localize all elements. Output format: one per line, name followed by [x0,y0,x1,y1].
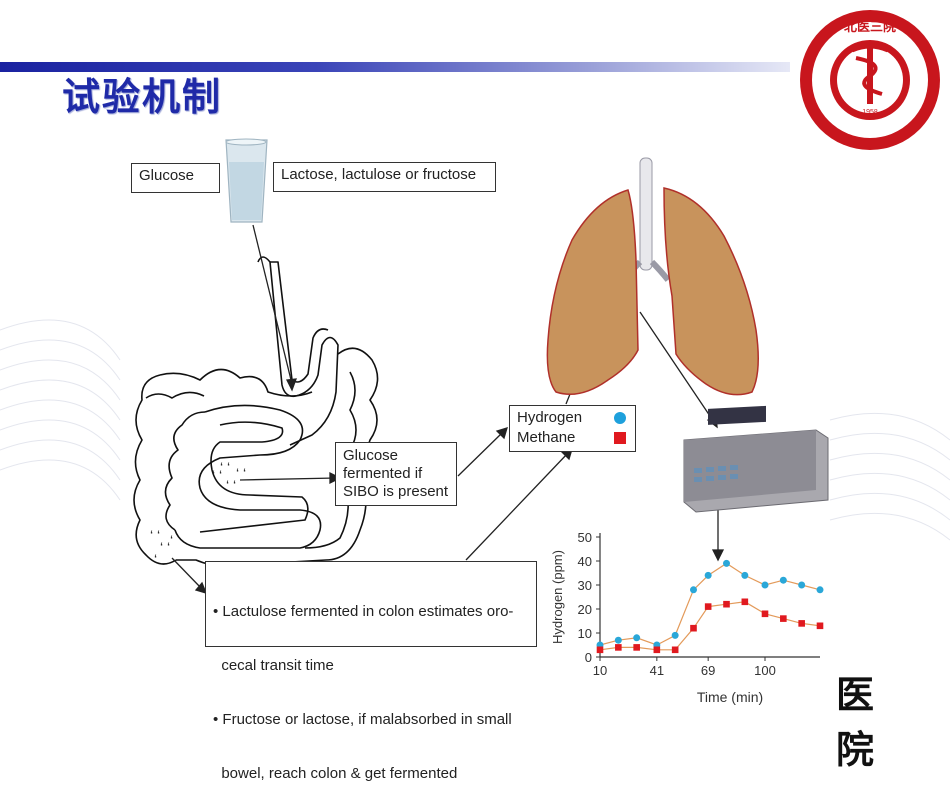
methane-square-icon [614,432,626,444]
chart-point-1 [704,603,712,610]
lungs-illustration [546,157,759,396]
lactulose-line-2: cecal transit time [213,657,334,674]
water-glass-icon [225,138,268,223]
colon-fermentation-box: • Lactulose fermented in colon estimates… [205,561,537,782]
chart-point-1 [690,624,697,632]
chart-point-0 [704,571,712,579]
gas-legend-box: Hydrogen Methane [509,405,636,452]
chart-x-tick-label: 100 [754,663,776,678]
svg-text:‘ ‘: ‘ ‘ [160,539,170,555]
chart-x-tick-label: 41 [650,663,664,678]
chart-point-0 [798,581,806,589]
glucose-box: Glucose [131,163,220,193]
svg-text:‘: ‘ [170,532,173,548]
chart-point-1 [723,600,730,608]
legend-row-hydrogen: Hydrogen [517,409,628,429]
svg-text:‘ ‘: ‘ ‘ [226,477,236,493]
chart-y-tick-label: 0 [585,650,592,665]
chart-point-1 [633,644,640,651]
chart-y-axis-label: Hydrogen (ppm) [550,550,565,644]
svg-text:‘ ‘: ‘ ‘ [212,467,222,483]
flow-arrows [171,224,725,595]
gas-bubble-marks: ‘ ‘‘ ‘‘ ‘‘ ‘ ‘ ‘‘ ‘‘‘ [150,459,246,567]
breath-analyzer-device [683,405,829,513]
chart-point-0 [690,586,697,594]
logo-year-text: 1958 [862,109,878,116]
fructose-line-1: • Fructose or lactose, if malabsorbed in… [213,711,512,728]
chart-point-1 [653,646,661,654]
chart-point-1 [798,620,805,627]
chart-x-tick-label: 69 [701,663,715,678]
logo-chinese-text: 北医三院 [844,19,896,35]
lactose-box: Lactose, lactulose or fructose [273,162,496,192]
footer-hospital-text: 医 院 [836,672,889,772]
chart-point-1 [671,646,679,654]
chart-point-0 [816,586,824,594]
chart-point-1 [780,615,787,622]
hospital-logo: 北医三院 1958 Peking University Third Hospit… [796,6,940,150]
chart-y-tick-label: 40 [578,554,592,569]
chart-y-tick-label: 30 [578,578,592,593]
chart-point-0 [779,576,787,584]
chart-point-1 [741,598,749,606]
chart-x-tick-label: 10 [593,663,607,678]
chart-x-axis-label: Time (min) [697,689,763,705]
chart-y-tick-label: 50 [578,530,592,545]
svg-text:‘: ‘ [154,551,157,567]
legend-row-methane: Methane [517,429,628,449]
chart-y-tick-label: 10 [578,626,592,641]
glucose-label: Glucose [139,167,195,184]
chart-point-0 [741,571,749,579]
chart-point-1 [761,610,769,618]
chart-point-1 [816,622,824,630]
glucose-fermented-line-3: SIBO is present [343,483,449,500]
lactose-label: Lactose, lactulose or fructose [281,166,477,183]
glucose-fermented-line-2: fermented if [343,465,423,482]
svg-text:‘ ‘: ‘ ‘ [150,527,160,543]
digestive-tract-sketch [133,256,379,567]
legend-hydrogen-label: Hydrogen [517,409,583,426]
lactulose-line-1: • Lactulose fermented in colon estimates… [213,603,514,620]
fructose-line-2: bowel, reach colon & get fermented [213,765,458,782]
chart-y-tick-label: 20 [578,602,592,617]
chart-point-0 [633,634,641,642]
chart-point-1 [596,646,604,654]
svg-text:‘ ‘: ‘ ‘ [236,465,246,481]
slide-title: 试验机制 [62,75,223,119]
chart-point-1 [615,644,622,651]
slide-background [0,319,950,541]
glucose-fermented-box: Glucose fermented if SIBO is present [335,442,457,506]
legend-methane-label: Methane [517,429,576,446]
hydrogen-dot-icon [614,412,626,424]
header-bar [0,62,790,72]
chart-point-0 [614,636,622,644]
chart-point-0 [723,559,730,567]
chart-point-0 [671,631,679,639]
svg-text:‘ ‘: ‘ ‘ [220,459,230,475]
glucose-fermented-line-1: Glucose [343,447,399,464]
chart-point-0 [761,581,769,589]
